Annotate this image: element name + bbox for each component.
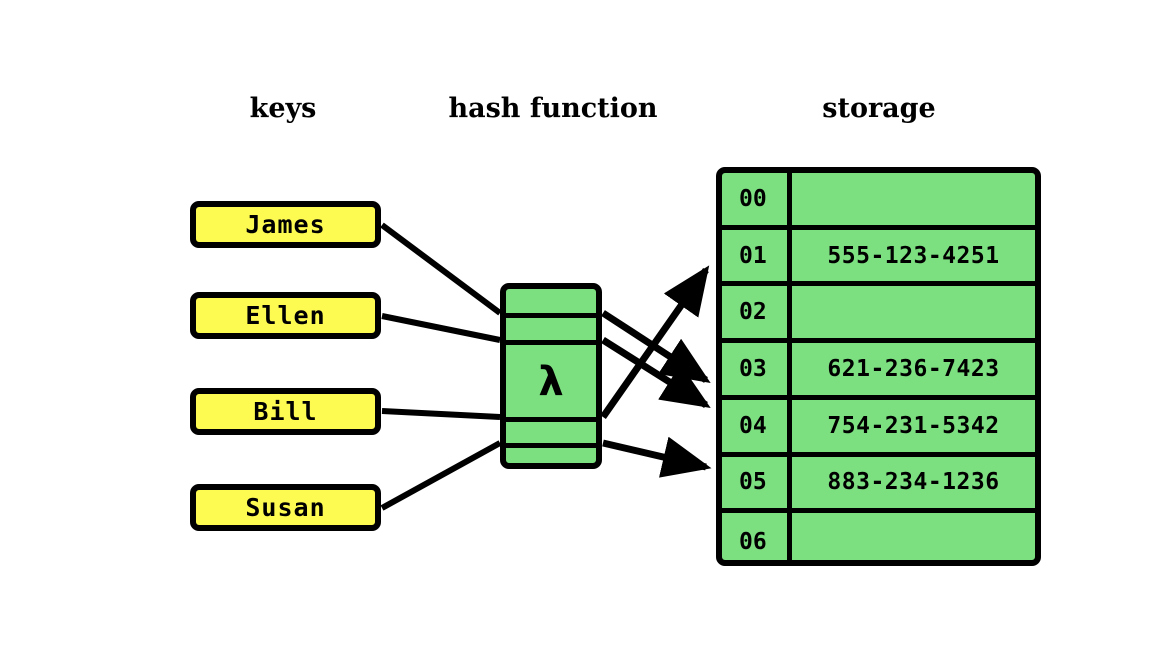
storage-value bbox=[792, 513, 1035, 560]
table-row[interactable]: 04 754-231-5342 bbox=[722, 399, 1035, 457]
storage-value bbox=[792, 173, 1035, 225]
arrow-hash-to-slot-05 bbox=[602, 436, 712, 478]
column-header-storage: storage bbox=[822, 93, 936, 124]
storage-index: 05 bbox=[722, 456, 792, 509]
arrow-hash-to-slot-01 bbox=[600, 265, 710, 420]
key-box-bill[interactable]: Bill bbox=[190, 388, 381, 435]
column-header-keys: keys bbox=[249, 93, 317, 124]
table-row[interactable]: 05 883-234-1236 bbox=[722, 456, 1035, 514]
table-row[interactable]: 06 bbox=[722, 513, 1035, 560]
hash-divider-3 bbox=[506, 417, 596, 422]
storage-value: 555-123-4251 bbox=[827, 242, 1000, 269]
connector-bill-to-hash bbox=[381, 408, 501, 420]
storage-value: 754-231-5342 bbox=[827, 412, 1000, 439]
hash-divider-4 bbox=[506, 443, 596, 448]
arrow-hash-to-slot-03 bbox=[601, 310, 711, 384]
storage-value bbox=[792, 286, 1035, 338]
column-header-hash-function: hash function bbox=[448, 93, 658, 124]
storage-index: 06 bbox=[722, 513, 792, 560]
table-row[interactable]: 02 bbox=[722, 286, 1035, 344]
table-row[interactable]: 00 bbox=[722, 173, 1035, 230]
storage-table: 00 01 555-123-4251 02 03 621-236-7423 04… bbox=[716, 167, 1041, 566]
connector-james-to-hash bbox=[380, 222, 502, 316]
arrow-hash-to-slot-04 bbox=[601, 337, 711, 408]
key-box-susan[interactable]: Susan bbox=[190, 484, 381, 531]
storage-value: 621-236-7423 bbox=[827, 355, 1000, 382]
key-box-james[interactable]: James bbox=[190, 201, 381, 248]
hash-function-box[interactable]: λ bbox=[500, 283, 602, 469]
lambda-icon: λ bbox=[538, 359, 564, 405]
storage-index: 00 bbox=[722, 173, 792, 225]
storage-index: 03 bbox=[722, 343, 792, 395]
storage-value: 883-234-1236 bbox=[827, 469, 1000, 496]
storage-index: 01 bbox=[722, 229, 792, 282]
connector-ellen-to-hash bbox=[381, 313, 501, 343]
table-row[interactable]: 03 621-236-7423 bbox=[722, 343, 1035, 400]
hash-divider-2 bbox=[506, 340, 596, 345]
hash-divider-1 bbox=[506, 313, 596, 318]
storage-index: 02 bbox=[722, 286, 792, 339]
table-row[interactable]: 01 555-123-4251 bbox=[722, 229, 1035, 287]
connector-susan-to-hash bbox=[380, 440, 502, 511]
storage-index: 04 bbox=[722, 399, 792, 452]
key-box-ellen[interactable]: Ellen bbox=[190, 292, 381, 339]
